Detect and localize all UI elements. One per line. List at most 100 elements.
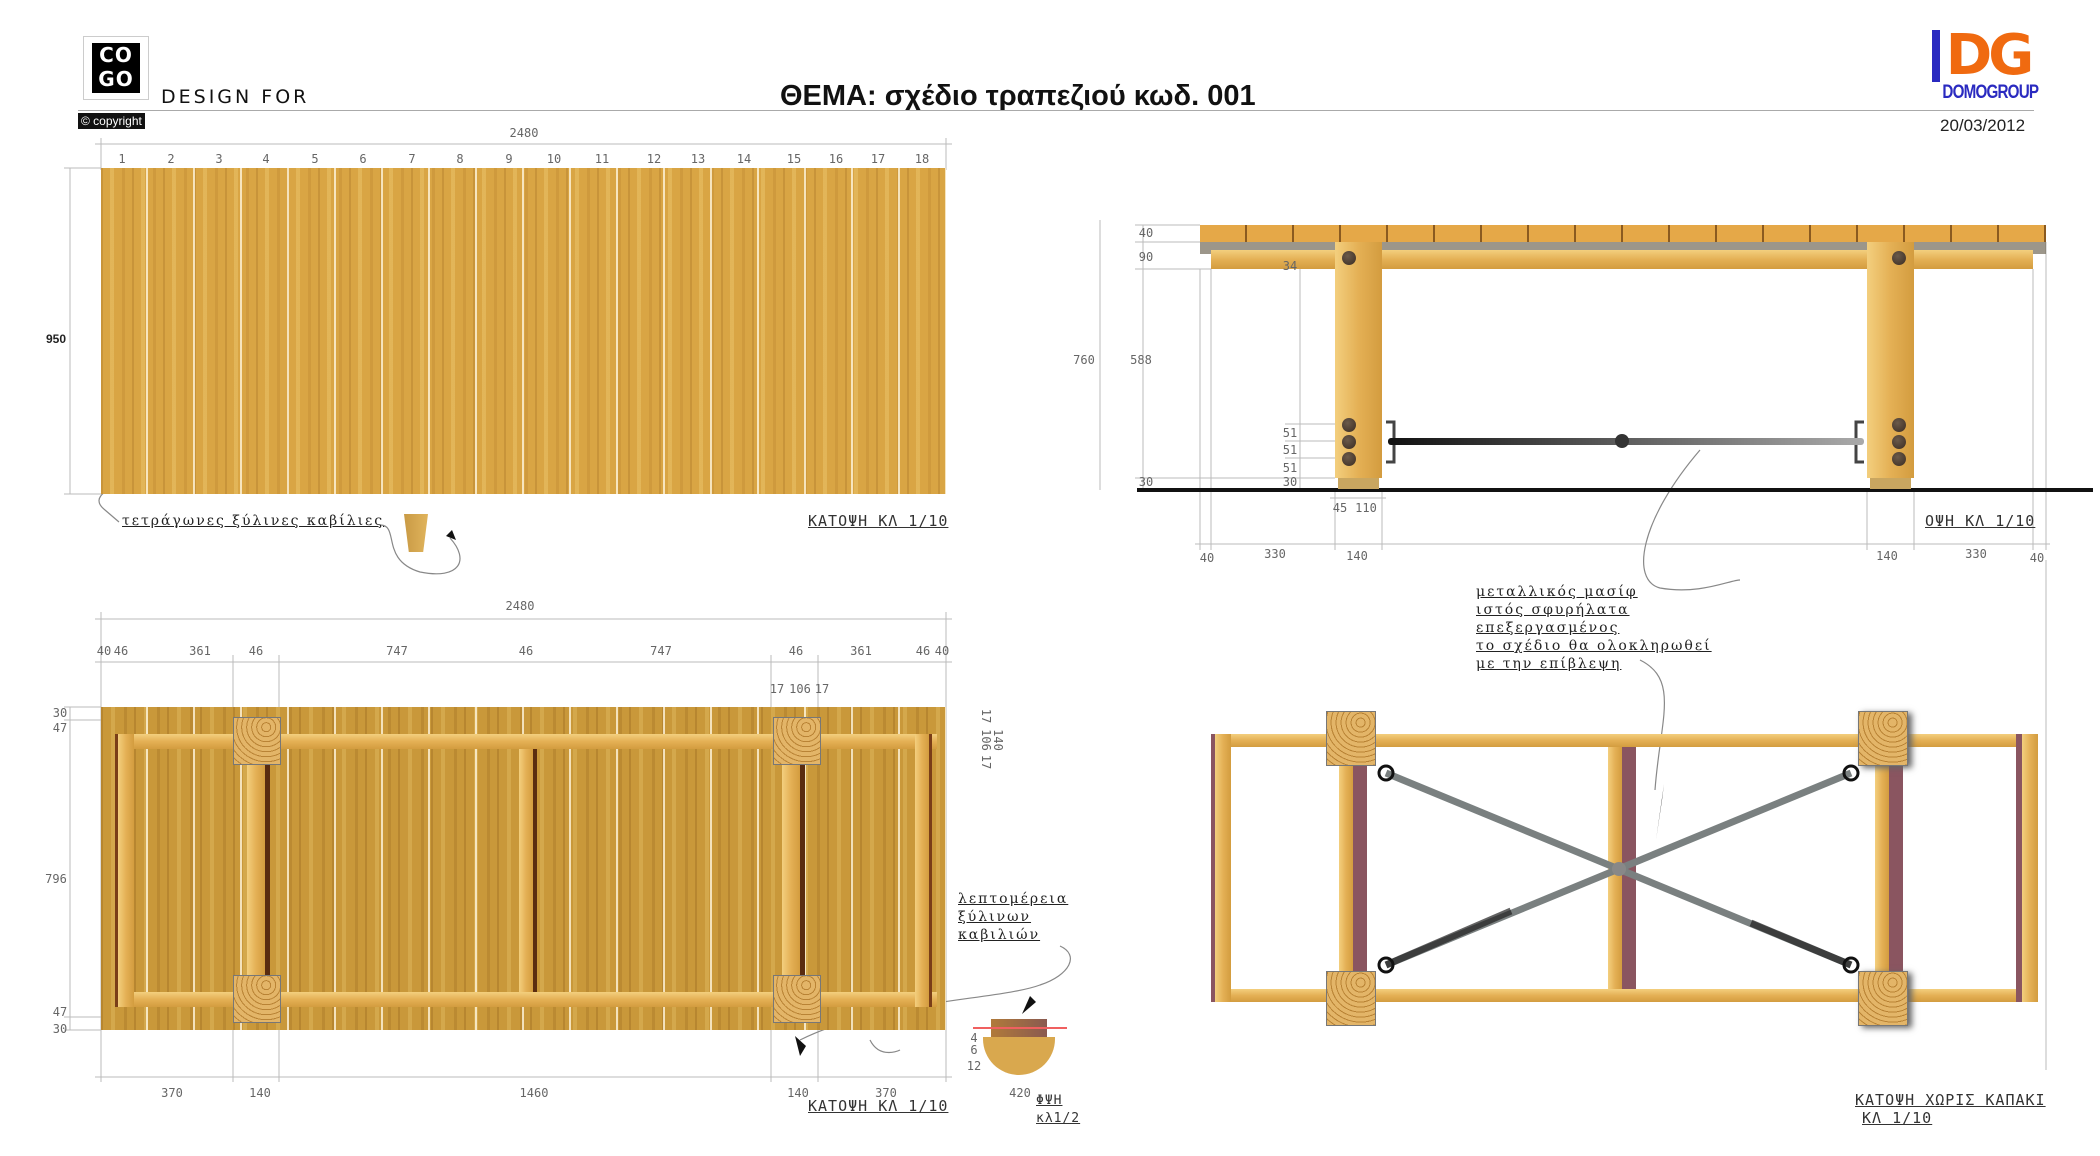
rod-note-line-4: το σχέδιο θα ολοκληρωθεί	[1476, 638, 1712, 654]
page-title: ΘΕΜΑ: σχέδιο τραπεζιού κωδ. 001	[780, 80, 1256, 112]
leg-block	[1326, 971, 1376, 1026]
leg-block	[1326, 711, 1376, 766]
dowel-dim: 6	[970, 1043, 978, 1057]
segment-dim: 46	[788, 644, 804, 658]
segment-dim: 46	[248, 644, 264, 658]
stretcher-end-left	[115, 734, 134, 1007]
depth-dim: 950	[45, 332, 67, 346]
elevation-bottom-dim: 140	[1876, 549, 1898, 563]
cogo-logo: CO GO	[83, 36, 149, 100]
rod-note-line-5: με την επίβλεψη	[1476, 656, 1622, 672]
column-number: 2	[167, 152, 175, 166]
segment-dim: 361	[189, 644, 211, 658]
cogo-logo-mark: CO GO	[92, 43, 140, 93]
column-number: 5	[311, 152, 319, 166]
side-dim: 47	[52, 1005, 68, 1019]
elevation-dim: 51	[1282, 461, 1298, 475]
top-plan-caption: ΚΑΤΟΨΗ ΚΛ 1/10	[808, 512, 949, 530]
bottom-dim: 1460	[519, 1086, 549, 1100]
detail-note-line-2: ξύλινων	[958, 909, 1032, 925]
stretcher-center	[519, 749, 537, 992]
column-number: 12	[646, 152, 662, 166]
elevation-bottom-dim: 330	[1965, 547, 1987, 561]
rod-note-line-3: επεξεργασμένος	[1476, 620, 1620, 636]
leg-right	[1867, 242, 1914, 478]
tabletop-plan	[101, 168, 946, 494]
segment-dim: 361	[850, 644, 872, 658]
elevation-dim: 90	[1138, 250, 1154, 264]
elevation-bottom-dim: 330	[1264, 547, 1286, 561]
column-number: 17	[870, 152, 886, 166]
date: 20/03/2012	[1940, 116, 2026, 135]
segment-dim: 747	[386, 644, 408, 658]
bolt-icon	[1342, 452, 1356, 466]
stretcher-left	[247, 749, 270, 992]
stretcher-end-right	[915, 734, 932, 1007]
leg-block	[1858, 711, 1908, 766]
bottom-dim: 140	[249, 1086, 271, 1100]
bottom-dim: 370	[161, 1086, 183, 1100]
elevation-dim: 51	[1282, 426, 1298, 440]
plank-joints	[101, 168, 946, 494]
crossbeam-left-shadow	[1353, 747, 1367, 989]
elevation-dim: 30	[1282, 475, 1298, 489]
leg-detail-dim: 17	[769, 682, 785, 696]
leg-block	[773, 975, 821, 1023]
right-dim: 17	[979, 708, 993, 724]
column-number: 1	[118, 152, 126, 166]
side-dim: 30	[52, 1022, 68, 1036]
crossbeam-left	[1339, 747, 1353, 989]
leg-block	[233, 717, 281, 765]
foot-left	[1338, 478, 1379, 489]
dowel-dim: 4	[970, 1031, 978, 1045]
bolt-icon	[1342, 418, 1356, 432]
bolt-icon	[1892, 418, 1906, 432]
metal-rod-side	[1386, 420, 1864, 464]
leader-arrow	[795, 1036, 806, 1056]
right-dim: 140	[991, 729, 1005, 751]
bolt-icon	[1892, 452, 1906, 466]
dowel-body	[983, 1037, 1055, 1075]
rod-note-line-1: μεταλλικός μασίφ	[1476, 584, 1638, 600]
foot-right	[1870, 478, 1911, 489]
leg-block	[233, 975, 281, 1023]
column-number: 14	[736, 152, 752, 166]
detail-note-line-3: καβιλιών	[958, 927, 1041, 943]
apron-side	[1211, 250, 2033, 269]
frame-plan-caption-2: ΚΛ 1/10	[1862, 1109, 1933, 1127]
apron-bottom	[115, 992, 937, 1007]
elevation-bottom-dim: 40	[2029, 551, 2045, 565]
brand-text: DESIGN FOR	[161, 86, 310, 108]
frame-plan-caption-1: ΚΑΤΟΨΗ ΧΩΡΙΣ ΚΑΠΑΚΙ	[1855, 1091, 2046, 1109]
overall-width-dim: 2480	[505, 599, 535, 613]
leg-detail-dim: 106	[789, 682, 811, 696]
bolt-icon	[1892, 435, 1906, 449]
dowel-detail-caption-1: ΦΨΗ	[1036, 1093, 1063, 1108]
segment-dim: 40	[934, 644, 950, 658]
tabletop-underside-plan	[101, 707, 946, 1030]
domogroup-logo: DG DOMOGROUP	[1932, 28, 2039, 110]
bolt-icon	[1892, 251, 1906, 265]
bottom-plan-caption: ΚΑΤΟΨΗ ΚΛ 1/10	[808, 1097, 949, 1115]
side-dim: 30	[52, 706, 68, 720]
rod-leader	[1643, 449, 1741, 591]
frame-end-left	[1211, 734, 1231, 1002]
elevation-dim: 588	[1130, 353, 1152, 367]
leg-dim: 110	[1355, 501, 1377, 515]
side-dim: 47	[52, 721, 68, 735]
segment-dim: 747	[650, 644, 672, 658]
leg-detail-dim: 17	[814, 682, 830, 696]
side-dim: 796	[45, 872, 67, 886]
column-number: 7	[408, 152, 416, 166]
eye-bolt-icon	[1377, 956, 1395, 974]
segment-dim: 46	[518, 644, 534, 658]
dowel-detail-caption-2: κλ1/2	[1036, 1111, 1081, 1126]
detail-note-line-1: λεπτομέρεια	[958, 891, 1069, 907]
column-number: 16	[828, 152, 844, 166]
elevation-bottom-dim: 40	[1199, 551, 1215, 565]
domogroup-name: DOMOGROUP	[1942, 82, 2039, 103]
dowel-note: τετράγωνες ξύλινες καβίλιες	[122, 513, 385, 529]
domogroup-logo-mark: DG	[1932, 28, 2036, 84]
elevation-bottom-dim: 140	[1346, 549, 1368, 563]
eye-bolt-icon	[1377, 764, 1395, 782]
